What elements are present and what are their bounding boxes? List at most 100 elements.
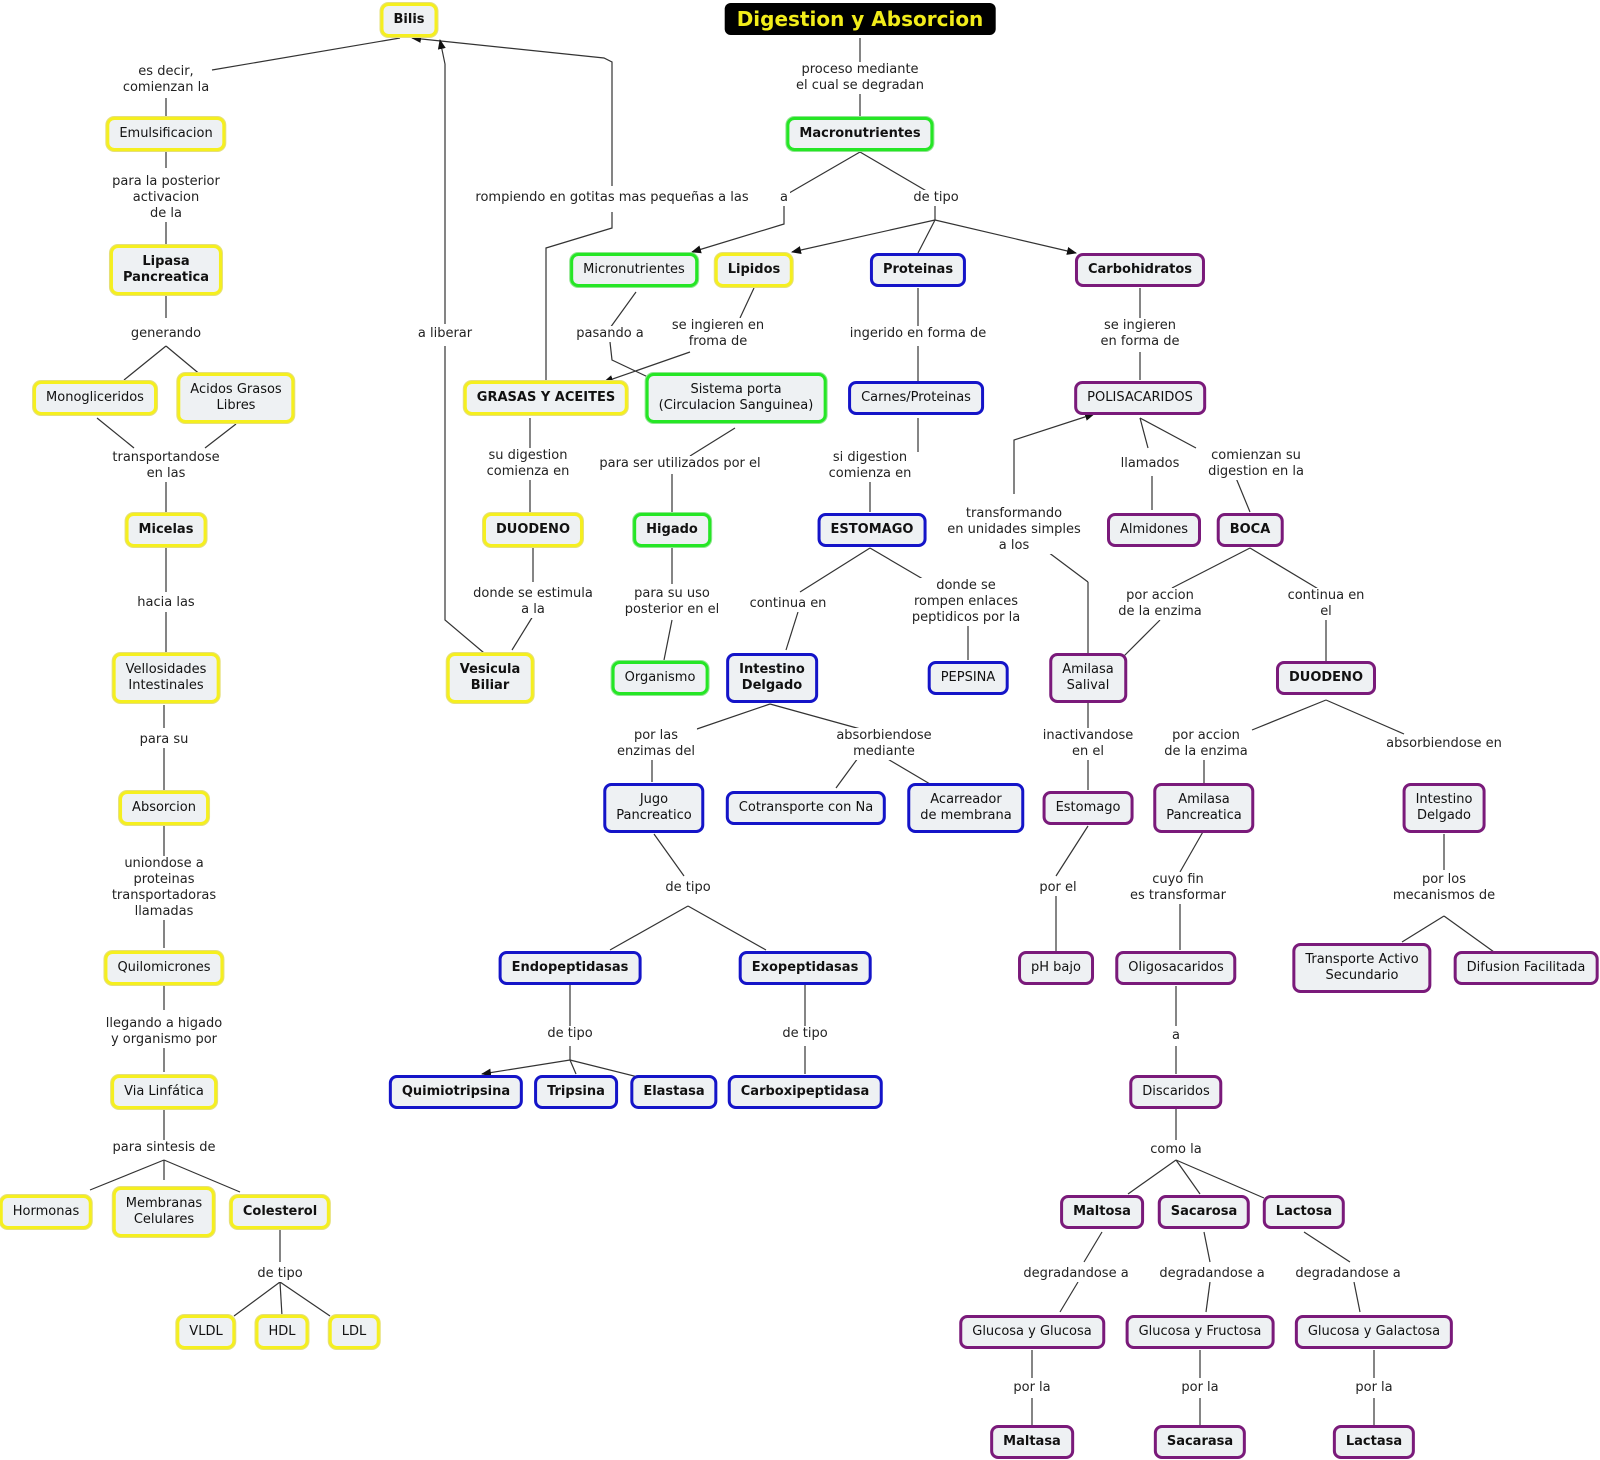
node-oligosacaridos[interactable]: Oligosacaridos [1115,951,1237,985]
node-micronutrientes[interactable]: Micronutrientes [570,253,698,287]
link-label-por-los-mecanismos: por los mecanismos de [1390,872,1498,904]
link-label-degradandose-maltosa: degradandose a [1021,1266,1131,1282]
node-higado[interactable]: Higado [633,513,711,547]
node-sistema-porta[interactable]: Sistema porta (Circulacion Sanguinea) [645,373,827,423]
node-difusion-facilitada[interactable]: Difusion Facilitada [1453,951,1599,985]
link-label-para-sintesis: para sintesis de [110,1140,218,1156]
node-emulsificacion[interactable]: Emulsificacion [106,117,226,151]
link-label-para-posterior: para la posterior activacion de la [110,174,222,222]
node-estomago-carbohidratos[interactable]: Estomago [1042,791,1134,825]
node-amilasa-salival[interactable]: Amilasa Salival [1049,653,1127,703]
node-vellosidades[interactable]: Vellosidades Intestinales [112,653,220,703]
node-hormonas[interactable]: Hormonas [0,1195,93,1229]
node-elastasa[interactable]: Elastasa [630,1075,718,1109]
node-organismo[interactable]: Organismo [611,661,709,695]
link-label-comienzan-su: comienzan su digestion en la [1206,448,1306,480]
link-label-transformando: transformando en unidades simples a los [945,506,1083,554]
node-discaridos[interactable]: Discaridos [1129,1075,1223,1109]
node-macronutrientes[interactable]: Macronutrientes [786,117,934,151]
link-label-es-decir: es decir, comienzan la [120,64,212,96]
node-ldl[interactable]: LDL [328,1315,380,1349]
node-hdl[interactable]: HDL [255,1315,309,1349]
node-colesterol[interactable]: Colesterol [229,1195,331,1229]
node-acarreador-membrana[interactable]: Acarreador de membrana [907,783,1025,833]
node-almidones[interactable]: Almidones [1107,513,1201,547]
link-label-llamados: llamados [1118,456,1182,472]
link-label-inactivandose: inactivandose en el [1040,728,1136,760]
link-label-degradandose-lactosa: degradandose a [1293,1266,1403,1282]
node-carbohidratos[interactable]: Carbohidratos [1074,253,1206,287]
link-label-de-tipo-macro: de tipo [911,190,961,206]
node-membranas[interactable]: Membranas Celulares [112,1187,216,1237]
link-label-a-micro: a [778,190,790,206]
link-label-de-tipo-jugo: de tipo [663,880,713,896]
node-absorcion[interactable]: Absorcion [119,791,209,825]
node-grasas-aceites[interactable]: GRASAS Y ACEITES [463,381,629,415]
link-label-absorbiendose-mediante: absorbiendose mediante [834,728,934,760]
node-bilis[interactable]: Bilis [380,3,438,37]
node-maltosa[interactable]: Maltosa [1060,1195,1144,1229]
link-label-por-las-enzimas: por las enzimas del [614,728,698,760]
node-maltasa[interactable]: Maltasa [990,1425,1074,1459]
node-jugo-pancreatico[interactable]: Jugo Pancreatico [603,783,705,833]
node-micelas[interactable]: Micelas [125,513,207,547]
node-quimiotripsina[interactable]: Quimiotripsina [388,1075,524,1109]
link-label-a-discaridos: a [1170,1028,1182,1044]
node-lactosa[interactable]: Lactosa [1262,1195,1346,1229]
node-intestino-delgado-proteinas[interactable]: Intestino Delgado [726,653,818,703]
node-duodeno-carbohidratos[interactable]: DUODENO [1275,661,1377,695]
node-quilomicrones[interactable]: Quilomicrones [104,951,224,985]
node-pepsina[interactable]: PEPSINA [927,661,1009,695]
node-transporte-activo[interactable]: Transporte Activo Secundario [1292,943,1432,993]
node-glucosa-fructosa[interactable]: Glucosa y Fructosa [1125,1315,1275,1349]
link-label-de-tipo-exo: de tipo [780,1026,830,1042]
node-proteinas[interactable]: Proteinas [869,253,967,287]
node-glucosa-galactosa[interactable]: Glucosa y Galactosa [1294,1315,1454,1349]
link-label-donde-rompen: donde se rompen enlaces peptidicos por l… [909,578,1023,626]
link-label-se-ingieren-carbohidratos: se ingieren en forma de [1098,318,1182,350]
node-exopeptidasas[interactable]: Exopeptidasas [738,951,872,985]
link-label-como-la: como la [1148,1142,1204,1158]
link-label-por-accion-duodeno: por accion de la enzima [1162,728,1250,760]
node-polisacaridos[interactable]: POLISACARIDOS [1074,381,1206,415]
link-label-a-liberar: a liberar [415,326,475,342]
link-label-continua-en-proteinas: continua en [747,596,829,612]
link-label-donde-estimula: donde se estimula a la [471,586,595,618]
node-sacarasa[interactable]: Sacarasa [1153,1425,1247,1459]
node-endopeptidasas[interactable]: Endopeptidasas [498,951,642,985]
link-label-hacia-las: hacia las [135,595,197,611]
node-lipidos[interactable]: Lipidos [714,253,794,287]
node-monogliceridos[interactable]: Monogliceridos [33,381,157,415]
node-tripsina[interactable]: Tripsina [534,1075,618,1109]
node-vesicula-biliar[interactable]: Vesicula Biliar [446,653,534,703]
link-label-por-accion-boca: por accion de la enzima [1116,588,1204,620]
node-sacarosa[interactable]: Sacarosa [1157,1195,1251,1229]
link-label-para-su: para su [137,732,191,748]
node-lipasa-pancreatica[interactable]: Lipasa Pancreatica [109,245,223,295]
link-label-por-la-lactasa: por la [1353,1380,1395,1396]
node-intestino-delgado-carbohidratos[interactable]: Intestino Delgado [1402,783,1486,833]
link-label-de-tipo-colesterol: de tipo [255,1266,305,1282]
node-vldl[interactable]: VLDL [176,1315,236,1349]
node-boca[interactable]: BOCA [1216,513,1284,547]
link-label-por-la-sacarasa: por la [1179,1380,1221,1396]
link-label-rompiendo: rompiendo en gotitas mas pequeñas a las [473,190,751,206]
node-acidos-grasos[interactable]: Acidos Grasos Libres [177,373,295,423]
link-label-generando: generando [128,326,204,342]
link-label-degradandose-sacarosa: degradandose a [1157,1266,1267,1282]
link-label-de-tipo-endo: de tipo [545,1026,595,1042]
node-estomago-proteinas[interactable]: ESTOMAGO [817,513,927,547]
node-cotransporte-na[interactable]: Cotransporte con Na [725,791,887,825]
node-amilasa-pancreatica[interactable]: Amilasa Pancreatica [1153,783,1255,833]
node-duodeno-lipidos[interactable]: DUODENO [482,513,584,547]
node-carboxipeptidasa[interactable]: Carboxipeptidasa [727,1075,883,1109]
link-label-para-ser: para ser utilizados por el [597,456,763,472]
link-label-cuyo-fin: cuyo fin es transformar [1128,872,1228,904]
node-ph-bajo[interactable]: pH bajo [1018,951,1094,985]
node-lactasa[interactable]: Lactasa [1332,1425,1416,1459]
node-carnes-proteinas[interactable]: Carnes/Proteinas [848,381,984,415]
node-glucosa-glucosa[interactable]: Glucosa y Glucosa [959,1315,1105,1349]
link-label-continua-en-el: continua en el [1285,588,1367,620]
link-label-transportandose: transportandose en las [110,450,222,482]
node-via-linfatica[interactable]: Via Linfática [111,1075,217,1109]
